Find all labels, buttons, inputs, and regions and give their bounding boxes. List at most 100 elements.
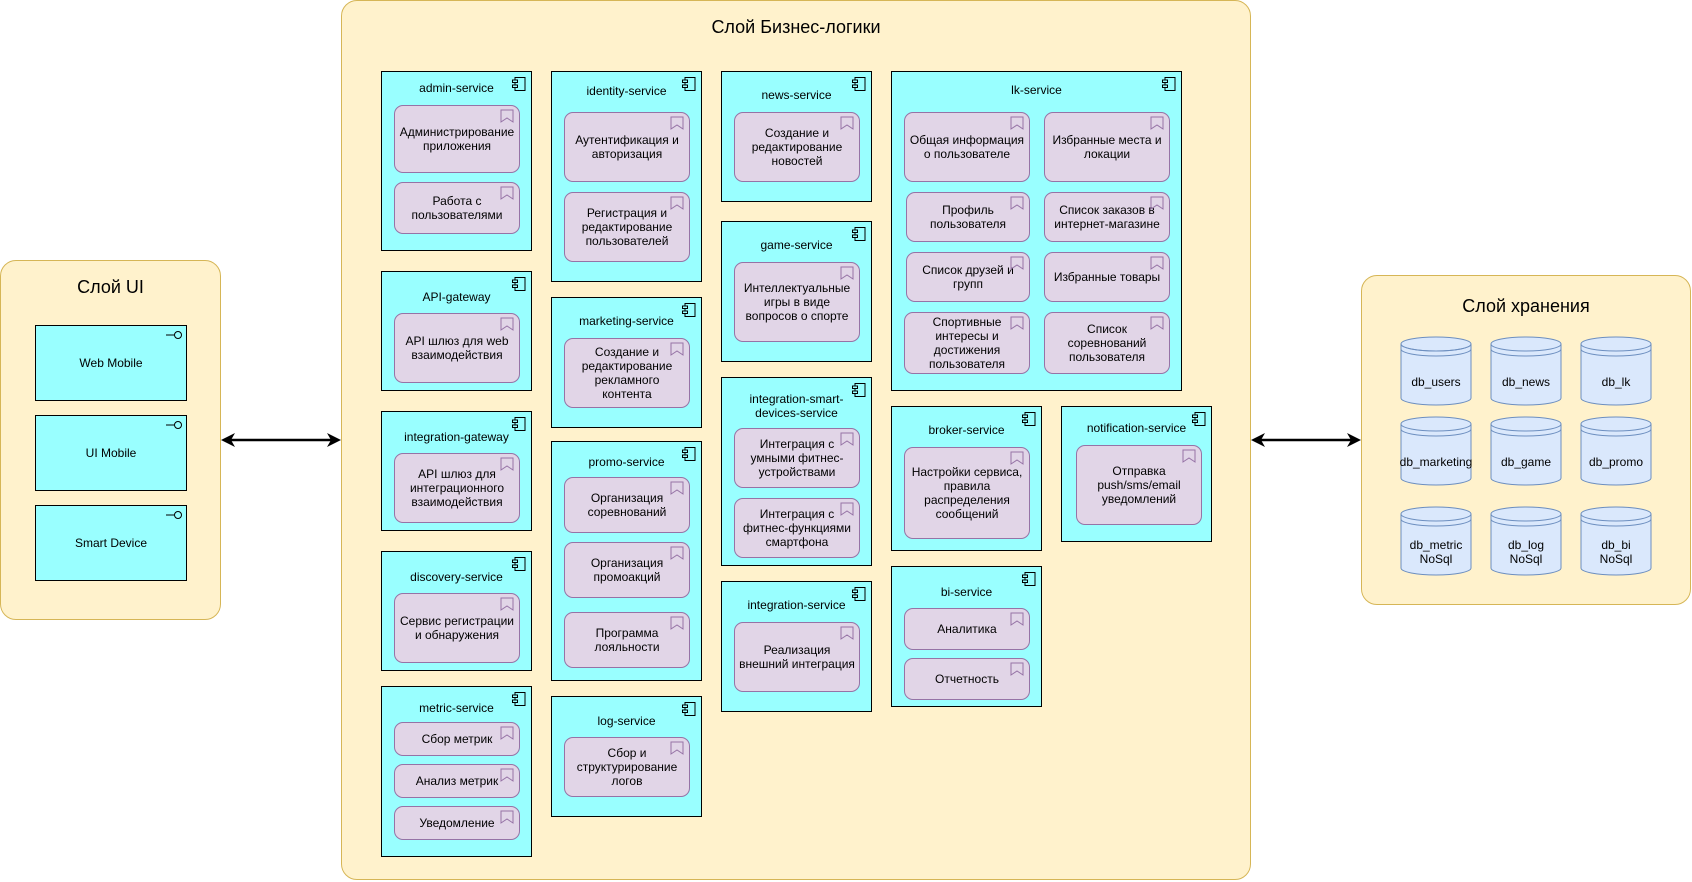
- function-flag-icon: [840, 116, 854, 130]
- function-box[interactable]: Сервис регистрации и обнаружения: [394, 593, 520, 663]
- function-label: API шлюз для web взаимодействия: [405, 334, 509, 362]
- database-db-metric[interactable]: db_metric NoSql: [1400, 506, 1472, 576]
- service-title: API-gateway: [422, 290, 491, 304]
- integration-gateway[interactable]: integration-gateway API шлюз для интегра…: [381, 411, 532, 531]
- function-box[interactable]: Отчетность: [904, 658, 1030, 700]
- database-db-bi[interactable]: db_bi NoSql: [1580, 506, 1652, 576]
- database-db-news[interactable]: db_news: [1490, 336, 1562, 406]
- database-db-promo[interactable]: db_promo: [1580, 416, 1652, 486]
- promo-service[interactable]: promo-service Организация соревнований О…: [551, 441, 702, 681]
- function-box[interactable]: Список заказов в интернет-магазине: [1044, 192, 1170, 242]
- component-icon: [512, 77, 526, 91]
- function-box[interactable]: Регистрация и редактирование пользовател…: [564, 192, 690, 262]
- function-box[interactable]: Создание и редактирование новостей: [734, 112, 860, 182]
- function-box[interactable]: Создание и редактирование рекламного кон…: [564, 338, 690, 408]
- function-label: Интеграция с умными фитнес-устройствами: [750, 437, 844, 479]
- function-label: Программа лояльности: [594, 626, 660, 654]
- database-db-log[interactable]: db_log NoSql: [1490, 506, 1562, 576]
- component-icon: [852, 227, 866, 241]
- lk-service[interactable]: lk-service Общая информация о пользовате…: [891, 71, 1182, 391]
- function-box[interactable]: API шлюз для интеграционного взаимодейст…: [394, 453, 520, 523]
- ui-item-label: UI Mobile: [85, 446, 137, 460]
- database-db-users[interactable]: db_users: [1400, 336, 1472, 406]
- database-db-lk[interactable]: db_lk: [1580, 336, 1652, 406]
- broker-service[interactable]: broker-service Настройки сервиса, правил…: [891, 406, 1042, 551]
- component-icon: [512, 417, 526, 431]
- function-box[interactable]: Реализация внешний интеграция: [734, 622, 860, 692]
- function-flag-icon: [670, 616, 684, 630]
- game-service[interactable]: game-service Интеллектуальные игры в вид…: [721, 221, 872, 362]
- news-service[interactable]: news-service Создание и редактирование н…: [721, 71, 872, 202]
- function-box[interactable]: API шлюз для web взаимодействия: [394, 313, 520, 383]
- ui-item-smart-device[interactable]: Smart Device: [35, 505, 187, 581]
- function-box[interactable]: Профиль пользователя: [906, 192, 1030, 242]
- function-box[interactable]: Настройки сервиса, правила распределения…: [904, 447, 1030, 539]
- service-title: log-service: [597, 714, 656, 728]
- function-box[interactable]: Общая информация о пользователе: [904, 112, 1030, 182]
- function-box[interactable]: Сбор и структурирование логов: [564, 737, 690, 797]
- database-cylinder-icon: [1490, 336, 1562, 406]
- function-box[interactable]: Интеграция с умными фитнес-устройствами: [734, 428, 860, 488]
- function-flag-icon: [670, 116, 684, 130]
- database-label: db_users: [1411, 375, 1461, 389]
- ui-item-label: Smart Device: [74, 536, 148, 550]
- service-title: game-service: [760, 238, 833, 252]
- function-flag-icon: [1150, 196, 1164, 210]
- function-box[interactable]: Сбор метрик: [394, 722, 520, 756]
- notification-service[interactable]: notification-service Отправка push/sms/e…: [1061, 406, 1212, 542]
- function-flag-icon: [500, 317, 514, 331]
- discovery-service[interactable]: discovery-service Сервис регистрации и о…: [381, 551, 532, 671]
- function-flag-icon: [1010, 316, 1024, 330]
- function-flag-icon: [500, 597, 514, 611]
- function-box[interactable]: Организация промоакций: [564, 542, 690, 598]
- function-box[interactable]: Аутентификация и авторизация: [564, 112, 690, 182]
- function-box[interactable]: Аналитика: [904, 608, 1030, 650]
- integration-service[interactable]: integration-service Реализация внешний и…: [721, 581, 872, 712]
- database-label: db_news: [1501, 375, 1551, 389]
- function-box[interactable]: Список друзей и групп: [906, 252, 1030, 302]
- function-flag-icon: [500, 457, 514, 471]
- bi-service[interactable]: bi-service Аналитика Отчетность: [891, 566, 1042, 707]
- function-box[interactable]: Интеграция с фитнес-функциями смартфона: [734, 498, 860, 558]
- bidirectional-arrow-icon: [1251, 433, 1361, 447]
- database-db-game[interactable]: db_game: [1490, 416, 1562, 486]
- function-box[interactable]: Избранные места и локации: [1044, 112, 1170, 182]
- function-box[interactable]: Организация соревнований: [564, 477, 690, 533]
- function-box[interactable]: Список соревнований пользователя: [1044, 312, 1170, 374]
- function-box[interactable]: Анализ метрик: [394, 764, 520, 798]
- api-gateway[interactable]: API-gateway API шлюз для web взаимодейст…: [381, 271, 532, 391]
- function-box[interactable]: Уведомление: [394, 806, 520, 840]
- admin-service[interactable]: admin-service Администрирование приложен…: [381, 71, 532, 251]
- function-box[interactable]: Программа лояльности: [564, 612, 690, 668]
- interface-icon: [166, 511, 182, 519]
- database-cylinder-icon: [1490, 506, 1562, 576]
- ui-item-ui-mobile[interactable]: UI Mobile: [35, 415, 187, 491]
- interface-icon: [166, 331, 182, 339]
- function-flag-icon: [1150, 316, 1164, 330]
- function-label: Создание и редактирование рекламного кон…: [581, 345, 673, 401]
- component-icon: [512, 692, 526, 706]
- function-label: Сбор и структурирование логов: [576, 746, 678, 788]
- database-cylinder-icon: [1580, 506, 1652, 576]
- function-flag-icon: [1010, 116, 1024, 130]
- ui-item-web-mobile[interactable]: Web Mobile: [35, 325, 187, 401]
- function-flag-icon: [500, 726, 514, 740]
- integration-smart-devices-service[interactable]: integration-smart-devices-service Интегр…: [721, 377, 872, 566]
- function-label: Администрирование приложения: [399, 125, 515, 153]
- function-box[interactable]: Избранные товары: [1044, 252, 1170, 302]
- function-box[interactable]: Спортивные интересы и достижения пользов…: [904, 312, 1030, 374]
- identity-service[interactable]: identity-service Аутентификация и автори…: [551, 71, 702, 282]
- database-db-marketing[interactable]: db_marketing: [1400, 416, 1472, 486]
- function-box[interactable]: Работа с пользователями: [394, 182, 520, 234]
- function-box[interactable]: Интеллектуальные игры в виде вопросов о …: [734, 262, 860, 342]
- database-cylinder-icon: [1580, 336, 1652, 406]
- function-box[interactable]: Отправка push/sms/email уведомлений: [1076, 445, 1202, 525]
- marketing-service[interactable]: marketing-service Создание и редактирова…: [551, 297, 702, 428]
- database-cylinder-icon: [1580, 416, 1652, 486]
- function-box[interactable]: Администрирование приложения: [394, 105, 520, 173]
- function-label: Интеллектуальные игры в виде вопросов о …: [743, 281, 851, 323]
- metric-service[interactable]: metric-service Сбор метрик Анализ метрик…: [381, 686, 532, 857]
- log-service[interactable]: log-service Сбор и структурирование лого…: [551, 696, 702, 817]
- function-flag-icon: [670, 342, 684, 356]
- component-icon: [852, 383, 866, 397]
